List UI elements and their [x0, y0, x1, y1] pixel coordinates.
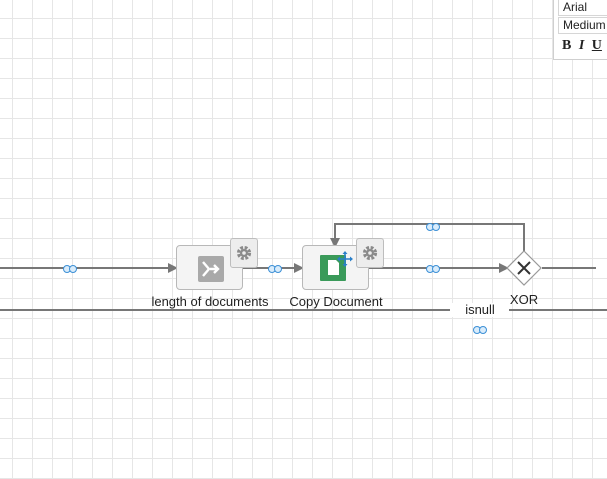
font-size-select[interactable]: Medium: [558, 17, 607, 34]
node-label: Copy Document: [289, 294, 383, 309]
link-icon[interactable]: [268, 264, 282, 274]
x-gateway-icon: [517, 261, 531, 275]
link-icon[interactable]: [426, 264, 440, 274]
document-copy-icon: [320, 255, 346, 281]
move-cursor-icon: [337, 251, 353, 267]
node-settings-button[interactable]: [230, 238, 258, 268]
font-format-panel: Arial Medium B I U: [553, 0, 607, 60]
bold-button[interactable]: B: [562, 38, 572, 53]
xor-gateway[interactable]: [506, 250, 542, 286]
node-label: length of documents: [151, 294, 269, 309]
edge-label-isnull: isnull: [451, 303, 509, 317]
italic-button[interactable]: I: [578, 38, 585, 53]
gear-icon: [362, 245, 378, 261]
link-icon[interactable]: [473, 325, 487, 335]
link-icon[interactable]: [426, 222, 440, 232]
gateway-label: XOR: [509, 292, 539, 307]
gear-icon: [236, 245, 252, 261]
merge-arrow-icon: [198, 256, 224, 282]
link-icon[interactable]: [63, 264, 77, 274]
node-settings-button[interactable]: [356, 238, 384, 268]
font-family-select[interactable]: Arial: [558, 0, 607, 16]
underline-button[interactable]: U: [591, 38, 602, 53]
